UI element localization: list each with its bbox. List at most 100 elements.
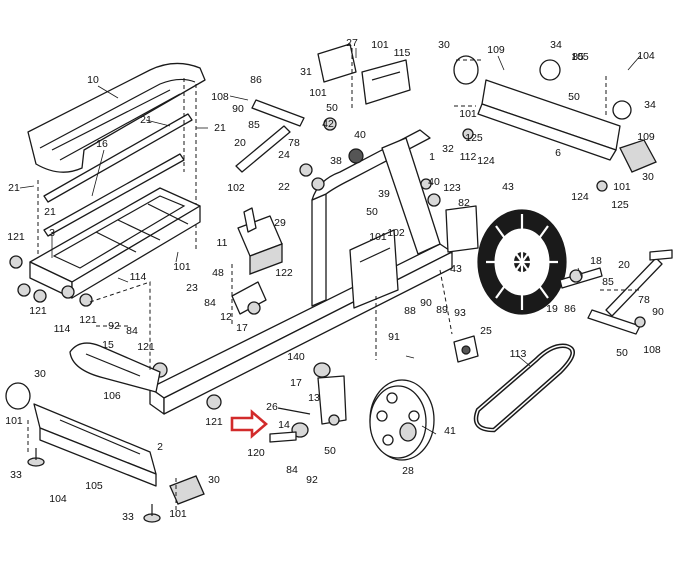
callout-31: 31 (300, 66, 312, 78)
callout-106: 106 (103, 390, 121, 402)
callout-23: 23 (186, 282, 198, 294)
callout-122: 122 (275, 267, 293, 279)
callout-24: 24 (278, 149, 290, 161)
part-motor-11 (237, 207, 283, 275)
callout-50: 50 (568, 91, 580, 103)
part-handrail-10 (27, 62, 206, 173)
callout-50: 50 (366, 206, 378, 218)
callout-21: 21 (214, 122, 226, 134)
callout-115: 115 (394, 47, 411, 59)
callout-90: 90 (420, 297, 432, 309)
callout-17: 17 (236, 322, 248, 334)
callout-101: 101 (371, 39, 389, 51)
callout-86: 86 (250, 74, 262, 86)
callout-102: 102 (387, 227, 405, 239)
part-main-frame (149, 129, 453, 415)
callout-30: 30 (34, 368, 46, 380)
callout-78: 78 (288, 137, 300, 149)
part-stabilizer-2 (5, 382, 205, 505)
callout-30: 30 (438, 39, 450, 51)
part-belt-113 (473, 343, 575, 433)
part-bracket-25 (453, 335, 479, 363)
callout-38: 38 (330, 155, 342, 167)
callout-50: 50 (324, 445, 336, 457)
callout-42: 42 (322, 118, 334, 130)
callout-26: 26 (266, 401, 278, 413)
callout-85: 85 (248, 119, 260, 131)
callout-34: 34 (550, 39, 562, 51)
callout-6: 6 (555, 147, 561, 159)
callout-91: 91 (388, 331, 400, 343)
part-bracket-115 (317, 43, 411, 110)
callout-101: 101 (613, 181, 631, 193)
callout-124: 124 (477, 155, 495, 167)
callout-140: 140 (287, 351, 305, 363)
callout-34: 34 (644, 99, 656, 111)
part-pedal-arm-6 (453, 55, 657, 192)
callout-124: 124 (571, 191, 589, 203)
callout-89: 89 (436, 304, 448, 316)
callout-15: 15 (102, 339, 114, 351)
callout-85: 85 (602, 276, 614, 288)
part-pedal-15 (69, 342, 161, 393)
callout-33: 33 (10, 469, 22, 481)
callout-121: 121 (7, 231, 25, 243)
callout-21: 21 (8, 182, 20, 194)
callout-101: 101 (459, 108, 477, 120)
callout-17: 17 (290, 377, 302, 389)
callout-101: 101 (309, 87, 327, 99)
callout-105: 105 (571, 51, 589, 63)
caps-121 (9, 255, 222, 410)
callout-22: 22 (278, 181, 290, 193)
callout-21: 21 (44, 206, 56, 218)
assembly-guides (27, 59, 640, 516)
part-crank-arm-20 (235, 99, 364, 191)
callout-14: 14 (278, 419, 290, 431)
callout-30: 30 (208, 474, 220, 486)
callout-50: 50 (616, 347, 628, 359)
part-feet-33 (27, 448, 161, 523)
callout-101: 101 (5, 415, 23, 427)
callout-12: 12 (220, 311, 232, 323)
callout-50: 50 (326, 102, 338, 114)
callout-101: 101 (169, 508, 187, 520)
callout-43: 43 (502, 181, 514, 193)
callout-104: 104 (637, 50, 655, 62)
callout-43: 43 (450, 263, 462, 275)
callout-85: 85 (572, 51, 584, 63)
callout-121: 121 (137, 341, 155, 353)
callout-3: 3 (49, 227, 55, 239)
callout-90: 90 (652, 306, 664, 318)
part-crank-arm-20-right (587, 249, 673, 335)
callout-48: 48 (212, 267, 224, 279)
callout-105: 105 (85, 480, 103, 492)
callout-41: 41 (444, 425, 456, 437)
callout-93: 93 (454, 307, 466, 319)
callout-10: 10 (87, 74, 99, 86)
callout-102: 102 (227, 182, 245, 194)
callout-125: 125 (611, 199, 629, 211)
callout-90: 90 (232, 103, 244, 115)
callout-16: 16 (96, 138, 108, 150)
callout-86: 86 (564, 303, 576, 315)
callout-112: 112 (460, 151, 477, 163)
callout-113: 113 (510, 348, 527, 360)
callout-1: 1 (429, 151, 435, 163)
part-bars-16 (37, 78, 197, 262)
callout-114: 114 (54, 323, 71, 335)
callout-39: 39 (378, 188, 390, 200)
callout-104: 104 (49, 493, 67, 505)
callout-30: 30 (642, 171, 654, 183)
callout-19: 19 (546, 303, 558, 315)
callout-108: 108 (643, 344, 661, 356)
part-axle-18 (559, 267, 603, 289)
callout-101: 101 (369, 231, 387, 243)
callout-21: 21 (140, 114, 152, 126)
callout-92: 92 (306, 474, 318, 486)
callout-labels: 10 16 21 21 21 21 3 121 121 121 121 121 … (5, 37, 664, 523)
callout-120: 120 (247, 447, 265, 459)
callout-123: 123 (443, 182, 461, 194)
callout-20: 20 (234, 137, 246, 149)
callout-82: 82 (458, 197, 470, 209)
